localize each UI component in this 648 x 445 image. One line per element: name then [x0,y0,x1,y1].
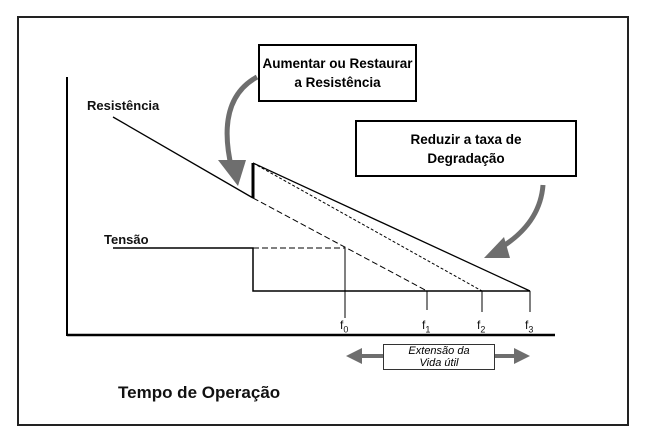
outer-frame [17,16,629,426]
resistance-label: Resistência [87,98,160,113]
extension-text: Extensão da [408,345,470,357]
tick-f2: f2 [477,318,486,335]
stress-line [113,247,530,292]
box-text: Aumentar ou Restaurar [262,56,413,71]
tick-f0: f0 [340,318,349,335]
box-text: Degradação [427,150,505,166]
life-extension-box: Extensão da Vida útil [383,344,495,370]
extension-text: Vida útil [419,357,459,369]
resistance-line [112,116,254,199]
box-text: Reduzir a taxa de [410,131,522,147]
restored-reduced-resistance-line [252,162,531,292]
reduce-degradation-box: Reduzir a taxa de Degradação [355,120,577,177]
original-resistance-dashed [252,197,428,292]
arrow-right-icon [514,348,530,364]
arrow-left-icon [346,348,362,364]
stress-label: Tensão [104,232,149,247]
restore-arrowhead-icon [218,160,246,186]
increase-resistance-box: Aumentar ou Restaurar a Resistência [258,44,417,102]
reduce-arrowhead-icon [484,237,510,258]
tick-f3: f3 [525,318,534,335]
restored-resistance-dotted [252,162,483,292]
tick-f1: f1 [422,318,431,335]
x-axis-title: Tempo de Operação [118,383,281,402]
box-text: a Resistência [294,75,381,90]
restore-curved-arrow [224,74,259,171]
